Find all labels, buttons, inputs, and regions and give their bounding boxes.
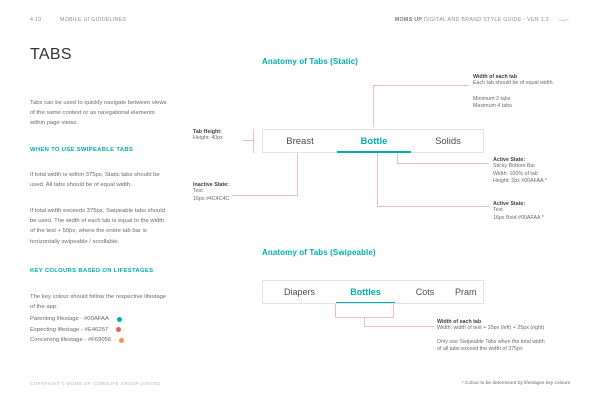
annotation-swipe-tab-width: Width of each tab Width: width of text +… xyxy=(437,319,545,354)
annotation-line: 16px #4C4C4C xyxy=(193,195,230,202)
brand-swoosh-icon xyxy=(557,16,569,21)
annotation-line: Sticky Bottom Bar xyxy=(493,163,536,169)
static-anatomy-heading: Anatomy of Tabs (Static) xyxy=(262,57,359,66)
guide-line xyxy=(364,326,434,327)
annotation-line: Height: 2px #00AFAA * xyxy=(493,178,547,185)
annotation-line: Minimum 2 tabs xyxy=(473,95,511,102)
guide-line xyxy=(377,206,489,207)
color-dot-icon xyxy=(119,337,125,343)
tab-diapers[interactable]: Diapers xyxy=(283,287,315,297)
static-tab-bar: Breast Bottle Solids xyxy=(262,129,484,153)
annotation-title: Tab Height: xyxy=(193,129,222,135)
guide-line xyxy=(232,195,298,196)
section-name: MOBILE UI GUIDELINES xyxy=(60,17,127,23)
copyright: COPYRIGHT © MOMS UP, CORDLIFE GROUP LIMI… xyxy=(30,381,161,386)
annotation-line: 16px Bold #00AFAA * xyxy=(493,214,544,221)
swipeable-tab-bar[interactable]: Diapers Bottles Cots Pram xyxy=(262,280,484,304)
tab-cots[interactable]: Cots xyxy=(415,287,435,297)
key-colours-intro: The key colour should follow the respect… xyxy=(30,294,167,311)
page-number: 4.10 xyxy=(30,17,42,23)
guide-line xyxy=(397,153,398,163)
color-dot-icon xyxy=(116,316,122,322)
guide-line xyxy=(373,85,374,127)
annotation-line: Text xyxy=(493,207,503,213)
lifestage-label: Parenting lifestage - #00AFAA xyxy=(30,316,109,323)
annotation-line: Text xyxy=(193,188,203,194)
tab-bottles[interactable]: Bottles xyxy=(350,287,381,297)
guide-line xyxy=(373,85,469,86)
annotation-inactive-state: Inactive State: Text 16px #4C4C4C xyxy=(193,182,229,203)
swipeable-anatomy-heading: Anatomy of Tabs (Swipeable) xyxy=(262,248,376,257)
key-colours-heading: KEY COLOURS BASED ON LIFESTAGES xyxy=(30,268,154,274)
color-dot-icon xyxy=(116,327,122,333)
annotation-title: Active State: xyxy=(493,157,526,163)
annotation-title: Width of each tab xyxy=(473,74,518,80)
active-tab-indicator xyxy=(337,151,411,153)
intro-text: Tabs can be used to quickly navigate bet… xyxy=(30,100,167,127)
annotation-line: Width: 100% of tab xyxy=(493,170,538,177)
guide-line xyxy=(393,304,394,317)
guide-line xyxy=(377,150,378,206)
annotation-line: Height: 40px xyxy=(193,135,223,141)
guide-header: MOMS UP DIGITAL AND BRAND STYLE GUIDE - … xyxy=(395,17,549,23)
when-paragraph-2: If total width exceeds 375px, Swipeable … xyxy=(30,208,165,245)
annotation-tab-height: Tab Height: Height: 40px xyxy=(193,129,223,143)
annotation-active-text: Active State: Text 16px Bold #00AFAA * xyxy=(493,201,544,222)
brand-name: MOMS UP xyxy=(394,17,423,23)
when-heading: WHEN TO USE SWIPEABLE TABS xyxy=(30,147,134,153)
annotation-line: Width: width of text + 25px (left) + 25p… xyxy=(437,325,545,331)
lifestage-label: Conceiving lifestage - #F69056 xyxy=(30,337,112,344)
tab-solids[interactable]: Solids xyxy=(435,135,461,147)
lifestage-list: Parenting lifestage - #00AFAA Expecting … xyxy=(30,314,125,346)
annotation-title: Active State: xyxy=(493,201,526,207)
page-title: TABS xyxy=(30,46,72,63)
annotation-active-bar: Active State: Sticky Bottom Bar Width: 1… xyxy=(493,157,547,186)
guide-line xyxy=(364,317,365,326)
guide-line xyxy=(297,150,298,195)
guide-line xyxy=(335,304,336,317)
annotation-line: Only use Swipeable Tabs when the total w… xyxy=(437,338,545,345)
lifestage-item: Expecting lifestage - #E46257 xyxy=(30,325,124,336)
tab-pram[interactable]: Pram xyxy=(455,287,477,297)
guide-line xyxy=(397,163,489,164)
guide-line xyxy=(243,140,253,141)
annotation-tab-width: Width of each tab Each tab should be of … xyxy=(473,74,554,111)
tab-breast[interactable]: Breast xyxy=(286,135,314,147)
lifestage-item: Parenting lifestage - #00AFAA xyxy=(30,314,124,325)
lifestage-item: Conceiving lifestage - #F69056 xyxy=(30,335,125,346)
annotation-line: Maximum 4 tabs xyxy=(473,103,512,110)
guide-title: DIGITAL AND BRAND STYLE GUIDE - VER 1.2 xyxy=(423,17,549,23)
active-tab-indicator xyxy=(336,302,395,303)
annotation-title: Inactive State: xyxy=(193,182,229,188)
when-paragraph-1: If total width is within 375px, Static t… xyxy=(30,172,160,189)
lifestage-label: Expecting lifestage - #E46257 xyxy=(30,326,109,333)
guide-line xyxy=(253,129,254,153)
tab-bottle[interactable]: Bottle xyxy=(360,135,388,147)
annotation-line: of all tabs exceed the width of 375px xyxy=(437,346,523,353)
annotation-title: Width of each tab xyxy=(437,319,482,325)
annotation-line: Each tab should be of equal width. xyxy=(473,80,554,86)
footnote: * Colour to be determined by lifestages … xyxy=(461,381,570,386)
